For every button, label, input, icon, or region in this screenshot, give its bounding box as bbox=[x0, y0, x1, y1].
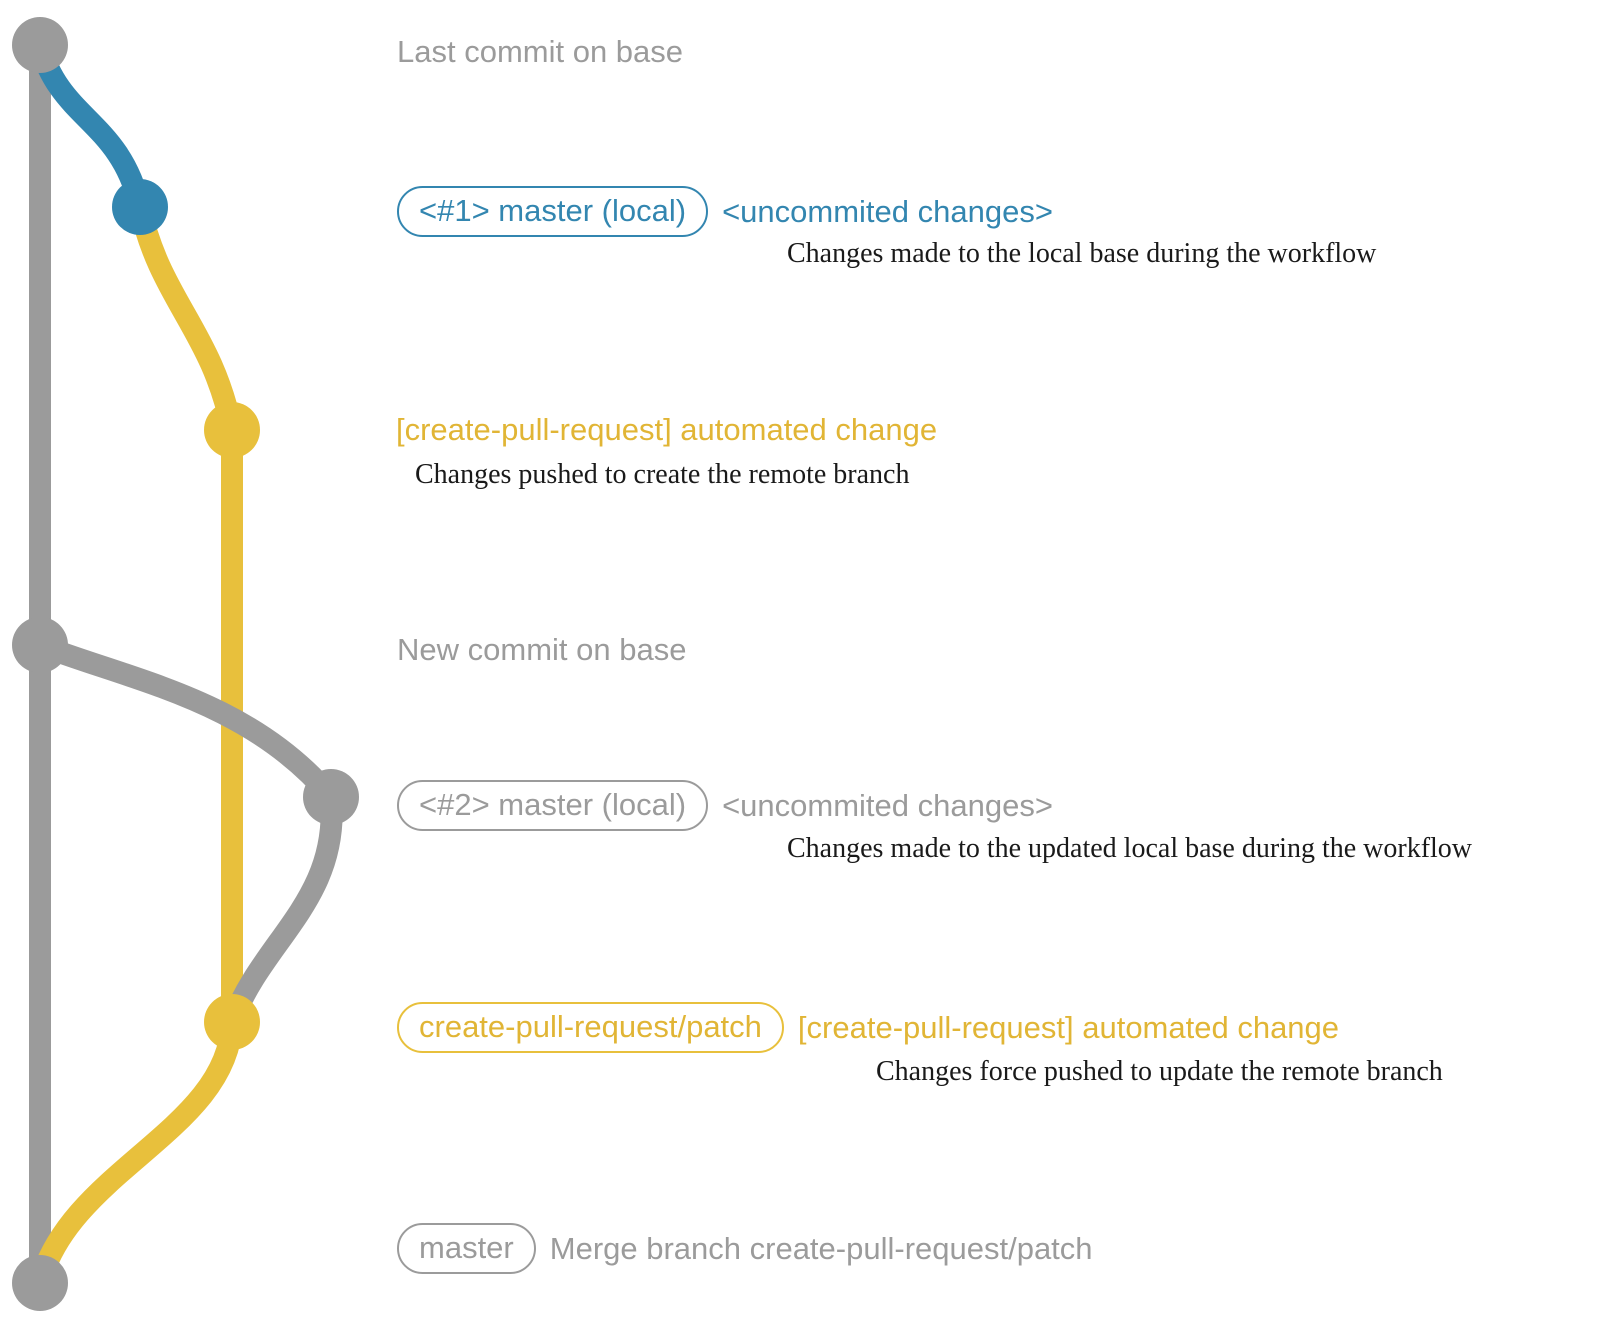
patch-parent-line-2 bbox=[221, 786, 343, 1033]
commit-dot-base-last[interactable] bbox=[12, 17, 68, 73]
commit-dot-base-new[interactable] bbox=[12, 617, 68, 673]
local-branch-line-2 bbox=[29, 634, 342, 808]
commit-message-master-merge: Merge branch create-pull-request/patch bbox=[549, 1231, 1093, 1266]
caption-local-1: Changes made to the local base during th… bbox=[787, 238, 1377, 269]
label-new-commit-on-base: New commit on base bbox=[397, 632, 687, 667]
row-local-2: <#2> master (local) <uncommited changes> bbox=[397, 780, 1053, 831]
label-last-commit-on-base: Last commit on base bbox=[397, 34, 684, 69]
commit-dot-patch-2[interactable] bbox=[204, 994, 260, 1050]
commit-dot-local-1[interactable] bbox=[112, 179, 168, 235]
commit-dot-patch-1[interactable] bbox=[204, 402, 260, 458]
commit-dot-local-2[interactable] bbox=[303, 769, 359, 825]
commit-dot-master-merge[interactable] bbox=[12, 1255, 68, 1311]
ref-chip-create-pull-request-patch[interactable]: create-pull-request/patch bbox=[397, 1002, 784, 1053]
ref-chip-master[interactable]: master bbox=[397, 1223, 536, 1274]
row-patch-2: create-pull-request/patch [create-pull-r… bbox=[397, 1002, 1339, 1053]
ref-chip-master-local-1[interactable]: <#1> master (local) bbox=[397, 186, 709, 237]
commit-message-local-2: <uncommited changes> bbox=[722, 788, 1053, 823]
merge-line bbox=[29, 1011, 243, 1294]
caption-patch-2: Changes force pushed to update the remot… bbox=[876, 1056, 1443, 1087]
label-patch-commit-1: [create-pull-request] automated change bbox=[396, 412, 938, 447]
row-local-1: <#1> master (local) <uncommited changes> bbox=[397, 186, 1053, 237]
ref-chip-master-local-2[interactable]: <#2> master (local) bbox=[397, 780, 709, 831]
caption-local-2: Changes made to the updated local base d… bbox=[787, 833, 1473, 864]
commit-message-local-1: <uncommited changes> bbox=[722, 194, 1053, 229]
commit-message-patch-2: [create-pull-request] automated change bbox=[797, 1010, 1340, 1045]
caption-patch-1: Changes pushed to create the remote bran… bbox=[415, 459, 910, 490]
row-master-merge: master Merge branch create-pull-request/… bbox=[397, 1223, 1093, 1274]
